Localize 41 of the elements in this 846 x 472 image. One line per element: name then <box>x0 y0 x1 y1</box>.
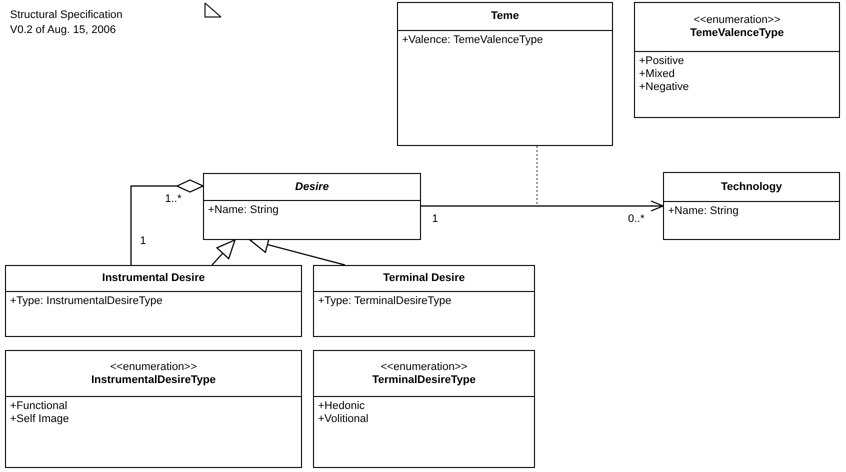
generalization-arrow <box>212 239 236 266</box>
class-box <box>313 265 535 337</box>
stereotype: <<enumeration>> <box>110 360 197 374</box>
multiplicity-label: 0..* <box>628 213 645 225</box>
multiplicity-label: 1 <box>140 235 146 247</box>
dashed-connector <box>536 146 538 206</box>
multiplicity-label: 1 <box>432 213 438 225</box>
class-box <box>5 265 302 337</box>
class-name: TemeValenceType <box>690 27 784 40</box>
attribute: +Name: String <box>208 204 280 217</box>
aggregation-connector <box>130 179 204 265</box>
note-text: Structural Specification <box>10 8 122 23</box>
class-name: InstrumentalDesireType <box>91 374 216 386</box>
class-name: Teme <box>491 10 519 23</box>
class-name: Terminal Desire <box>383 272 465 285</box>
enum-literal: +Self Image <box>10 413 70 426</box>
attribute: +Valence: TemeValenceType <box>402 34 544 47</box>
class-name: TerminalDesireType <box>372 374 476 386</box>
enum-literal: +Positive <box>639 55 685 68</box>
enum-literal: +Negative <box>639 81 690 94</box>
enum-literal: +Volitional <box>318 413 370 426</box>
association-arrow <box>421 200 664 212</box>
enum-literal: +Hedonic <box>318 400 366 413</box>
class-name: Technology <box>721 180 782 194</box>
note-text: V0.2 of Aug. 15, 2006 <box>10 23 117 38</box>
multiplicity-label: 1..* <box>165 193 182 205</box>
attribute: +Type: TerminalDesireType <box>318 295 452 308</box>
class-box <box>397 2 613 146</box>
attribute: +Name: String <box>668 205 740 218</box>
stereotype: <<enumeration>> <box>694 14 780 27</box>
class-box <box>5 350 302 468</box>
enum-literal: +Functional <box>10 400 68 413</box>
class-name: Desire <box>295 180 329 194</box>
enum-literal: +Mixed <box>639 68 676 81</box>
attribute: +Type: InstrumentalDesireType <box>10 295 164 308</box>
class-name: Instrumental Desire <box>102 272 205 285</box>
class-box <box>663 172 840 240</box>
class-box <box>634 2 840 118</box>
class-box <box>313 350 535 468</box>
class-box <box>203 173 421 240</box>
stereotype: <<enumeration>> <box>380 360 468 374</box>
